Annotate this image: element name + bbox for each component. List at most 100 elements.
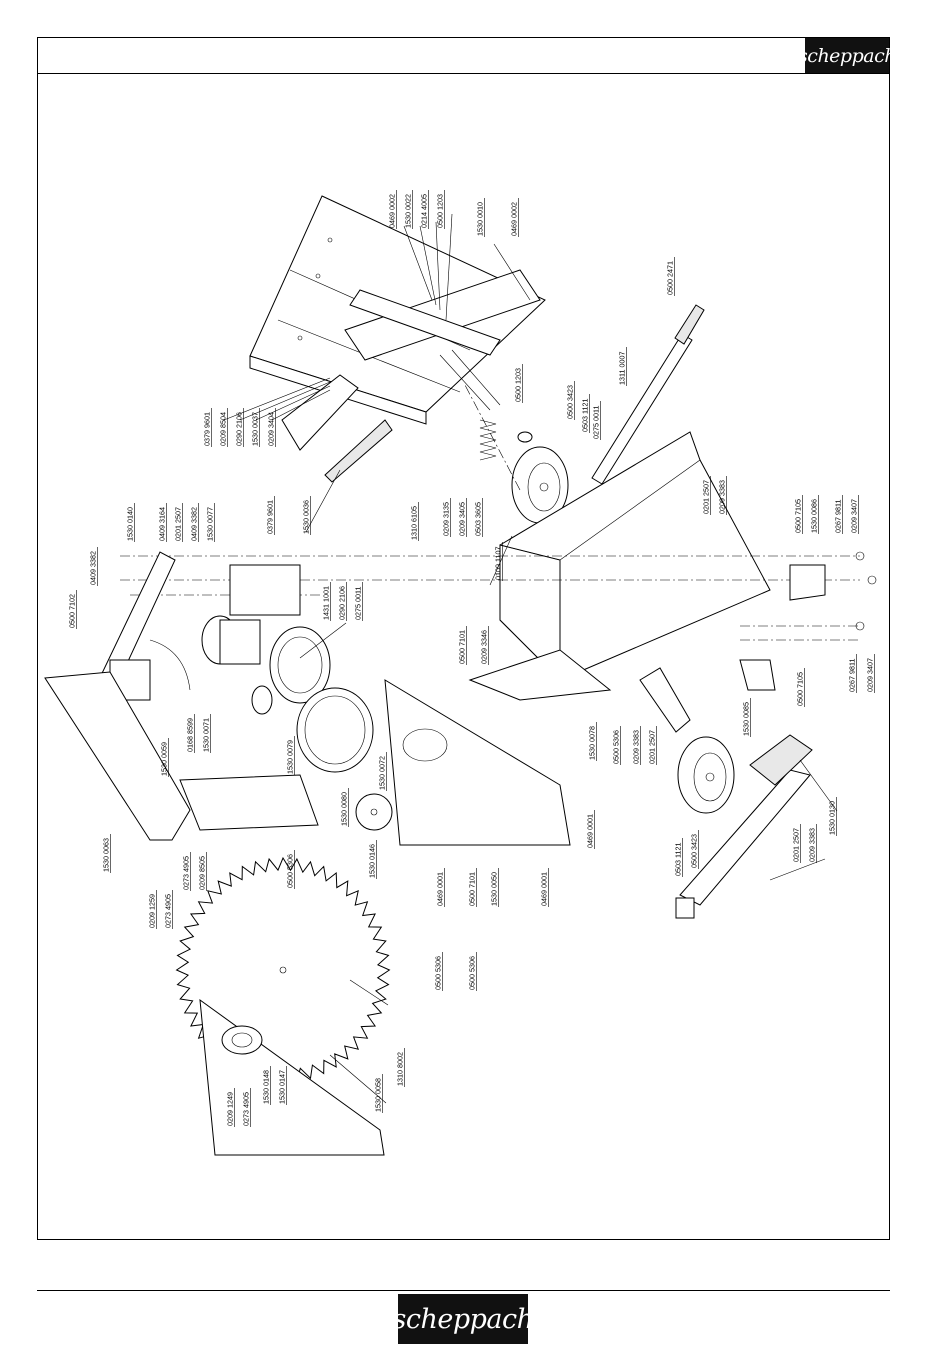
part-number-p26: 1530 0140 — [126, 507, 135, 541]
part-number-p78: 1530 0148 — [262, 1070, 271, 1104]
part-number-p2: 1530 0022 — [404, 194, 413, 228]
part-number-p7: 0500 2471 — [666, 261, 675, 295]
part-number-p9: 0500 1203 — [514, 368, 523, 402]
part-number-p46: 1530 0059 — [160, 742, 169, 776]
header-bar: scheppach — [38, 38, 896, 74]
part-number-p53: 0267 9811 — [848, 659, 857, 692]
part-number-p17: 0209 3404 — [267, 412, 276, 446]
part-number-p66: 0500 5306 — [286, 854, 295, 888]
part-number-p77: 0273 4905 — [242, 1092, 251, 1126]
part-number-p21: 0209 3135 — [442, 502, 451, 536]
brand-logo-bottom: scheppach — [392, 1294, 534, 1344]
part-number-p76: 0209 1249 — [226, 1092, 235, 1126]
part-number-p40: 0209 3407 — [850, 499, 859, 533]
part-number-p75: 0500 5306 — [468, 956, 477, 990]
part-number-p62: 0209 3383 — [808, 828, 817, 862]
part-number-p48: 0500 5306 — [612, 730, 621, 764]
part-number-p72: 0209 1259 — [148, 894, 157, 928]
part-number-p73: 0273 4905 — [164, 894, 173, 928]
wheel-lower — [639, 667, 735, 814]
part-number-p50: 0201 2507 — [648, 730, 657, 764]
part-number-p24: 0201 2507 — [702, 480, 711, 514]
small-brackets — [739, 551, 877, 691]
part-number-p43: 0168 8599 — [186, 718, 195, 752]
part-number-p16: 1530 0037 — [251, 412, 260, 446]
side-panel — [355, 649, 612, 846]
part-number-p65: 0209 8505 — [198, 856, 207, 890]
part-number-p3: 0214 4005 — [420, 194, 429, 228]
pulley-cover — [44, 671, 319, 841]
part-number-p11: 0503 1121 — [581, 399, 590, 432]
part-number-p8: 1311 0007 — [618, 352, 627, 385]
part-number-p37: 0500 7105 — [794, 499, 803, 533]
part-number-labels: 0469 0002 1530 0022 0214 4005 0500 1203 1530… — [68, 190, 875, 1127]
part-number-p12: 0275 0011 — [592, 406, 601, 439]
part-number-p45: 1530 0079 — [286, 740, 295, 774]
part-number-p29: 0409 3382 — [190, 507, 199, 541]
part-number-p10: 0500 3423 — [566, 385, 575, 419]
part-number-p47: 1530 0078 — [588, 726, 597, 760]
part-number-p42: 0209 3346 — [480, 630, 489, 664]
part-number-p22: 0209 3405 — [458, 502, 467, 536]
part-number-p30: 1530 0077 — [206, 507, 215, 541]
part-number-p5: 1530 0010 — [476, 202, 485, 236]
part-number-p27: 0409 3164 — [158, 507, 167, 541]
part-number-p36: 0109 1107 — [494, 547, 503, 580]
part-number-p81: 1310 8002 — [396, 1052, 405, 1086]
part-number-p20: 1310 6105 — [410, 506, 419, 540]
leg-bracket — [675, 734, 813, 919]
lower-blade-guard — [199, 998, 385, 1156]
part-number-p4: 0500 1203 — [436, 194, 445, 228]
part-number-p58: 0503 1121 — [674, 843, 683, 876]
part-number-p33: 1431 1001 — [322, 586, 331, 620]
part-number-p18: 0379 9601 — [266, 500, 275, 534]
part-number-p80: 1530 0058 — [374, 1078, 383, 1112]
page-frame: scheppach — [37, 37, 896, 1240]
motor — [201, 564, 374, 773]
part-number-p38: 1530 0086 — [810, 499, 819, 533]
part-number-p56: 1530 0072 — [378, 756, 387, 790]
part-number-p74: 0500 5306 — [434, 956, 443, 990]
part-number-p59: 0500 3423 — [690, 834, 699, 868]
part-number-p51: 1530 0085 — [742, 702, 751, 736]
part-number-p63: 1530 0063 — [102, 838, 111, 872]
part-number-p35: 0275 0011 — [354, 587, 363, 620]
frame-rails — [344, 269, 541, 411]
part-number-p28: 0201 2507 — [174, 507, 183, 541]
part-number-p71: 0469 0001 — [540, 872, 549, 906]
part-number-p23: 0503 3605 — [474, 502, 483, 536]
part-number-p44: 1530 0071 — [202, 718, 211, 752]
handle-bar — [591, 304, 705, 485]
part-number-p64: 0273 4905 — [182, 856, 191, 890]
part-number-p39: 0267 9811 — [834, 500, 843, 533]
part-number-p49: 0209 3383 — [632, 730, 641, 764]
part-number-p69: 0500 7101 — [468, 872, 477, 906]
part-number-p52: 0500 7105 — [796, 672, 805, 706]
part-number-p70: 1530 0050 — [490, 872, 499, 906]
part-number-p25: 0209 3383 — [718, 480, 727, 514]
part-number-p13: 0379 9601 — [203, 412, 212, 446]
part-number-p68: 0469 0001 — [436, 872, 445, 906]
main-housing — [499, 431, 771, 682]
spring — [479, 419, 497, 461]
part-number-p79: 1530 0147 — [278, 1070, 287, 1104]
part-number-p19: 1530 0036 — [302, 500, 311, 534]
exploded-parts-drawing: 0469 0002 1530 0022 0214 4005 0500 1203 1530… — [44, 190, 877, 1156]
part-number-p57: 0469 0001 — [586, 814, 595, 848]
part-number-p41: 0500 7101 — [458, 630, 467, 664]
part-number-p31: 0409 3382 — [89, 551, 98, 585]
leader-lines — [223, 213, 838, 1104]
brand-logo-top: scheppach — [798, 38, 896, 73]
part-number-p67: 1530 0146 — [368, 844, 377, 878]
part-number-p54: 0209 3407 — [866, 658, 875, 692]
part-number-p61: 0201 2507 — [792, 828, 801, 862]
part-number-p32: 0500 7102 — [68, 594, 77, 628]
footer-rule — [37, 1290, 890, 1291]
part-number-p15: 0290 2106 — [235, 412, 244, 446]
part-number-p1: 0469 0002 — [388, 194, 397, 228]
part-number-p55: 1530 0080 — [340, 792, 349, 826]
part-number-p14: 0209 8504 — [219, 412, 228, 446]
part-number-p60: 1530 0130 — [828, 801, 837, 835]
part-number-p6: 0469 0002 — [510, 202, 519, 236]
part-number-p34: 0290 2106 — [338, 586, 347, 620]
